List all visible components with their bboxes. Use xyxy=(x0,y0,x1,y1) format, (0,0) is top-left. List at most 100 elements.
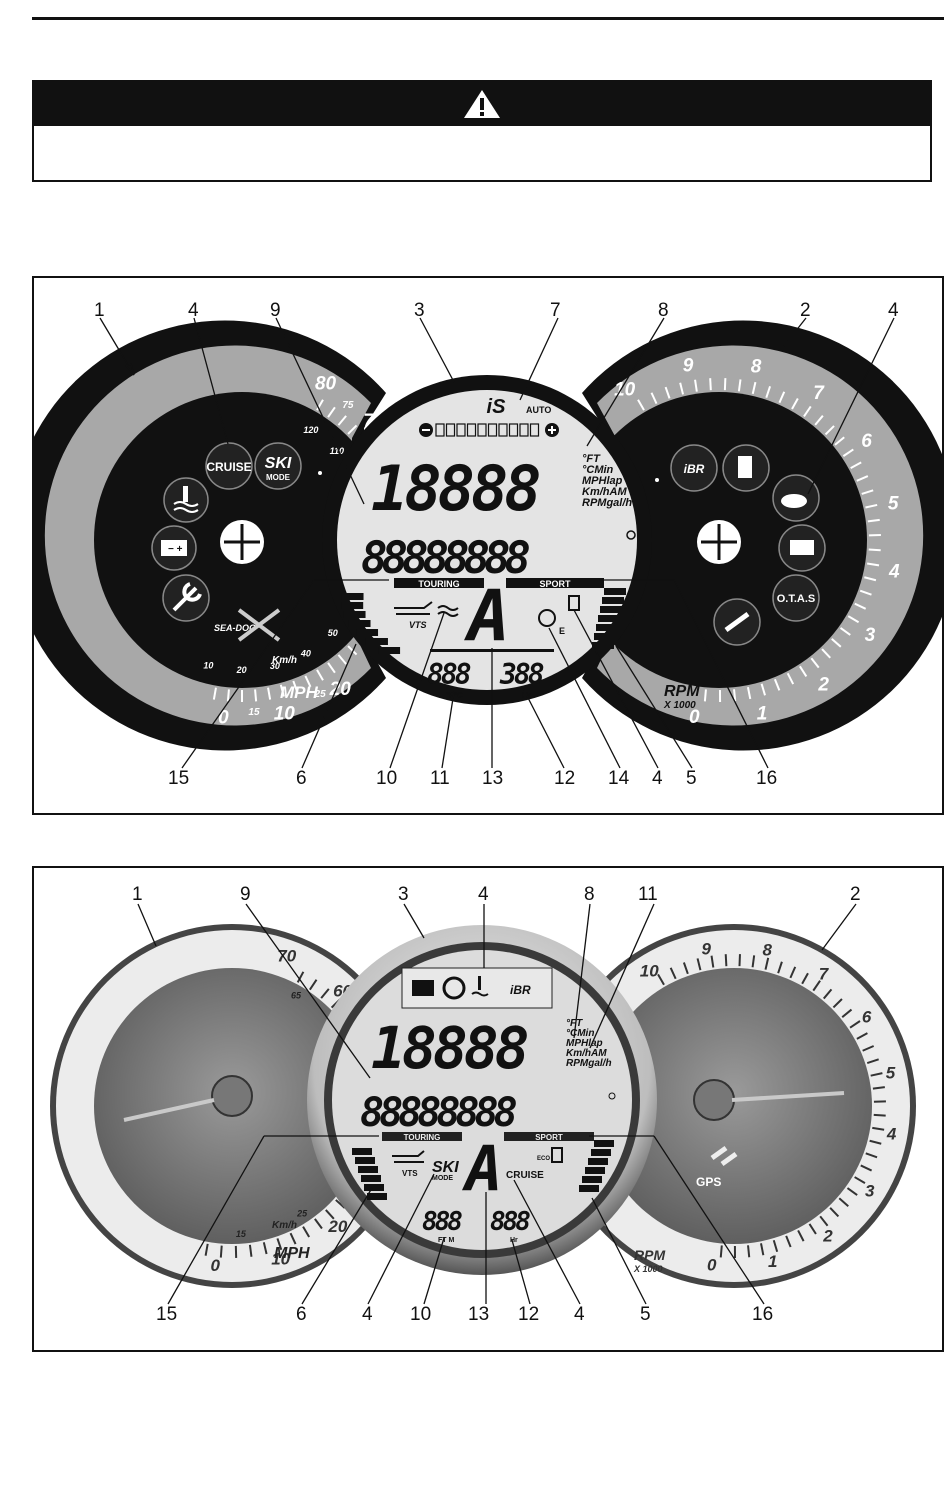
callout2-2: 2 xyxy=(850,884,861,905)
callout2-9: 9 xyxy=(240,884,251,905)
sport-label-photo: SPORT xyxy=(535,1133,563,1142)
callout2-11: 11 xyxy=(638,884,658,905)
check-engine-icon-photo xyxy=(412,980,434,996)
tacho2-tick-9 xyxy=(829,1207,840,1218)
callout-10: 10 xyxy=(376,768,397,789)
speedo-mph-label-0: 0 xyxy=(218,708,229,729)
center-lcd-display: iS AUTO 18888 °FT°CMinMPHlapKm/hAMRPMgal… xyxy=(322,375,652,705)
tacho-tick-28 xyxy=(803,405,812,417)
tacho-tick-30 xyxy=(778,391,786,404)
cruise-label-photo: CRUISE xyxy=(506,1170,544,1181)
auto-label: AUTO xyxy=(526,405,551,415)
ski-mode-icon xyxy=(254,442,302,490)
mode-label: MODE xyxy=(266,473,291,482)
callout-numbers-photo: 1 9 3 4 8 11 2 15 6 4 10 13 12 4 5 16 xyxy=(132,884,861,1325)
trim-segment-1 xyxy=(445,423,456,437)
speedo2-mph-label-1: 10 xyxy=(271,1249,290,1268)
speedo-tick-6 xyxy=(292,680,299,693)
speedo-mph-label-1: 10 xyxy=(274,704,296,725)
fuel-e-label: E xyxy=(559,626,565,636)
speedo2-mph-label-7: 70 xyxy=(277,947,296,966)
right-bar-6 xyxy=(592,642,614,649)
speedo2-mph-label-2: 20 xyxy=(327,1217,347,1236)
callout-2: 2 xyxy=(800,300,811,321)
callout2-5: 5 xyxy=(640,1304,651,1325)
tacho2-rpm-label-7: 7 xyxy=(819,964,830,983)
tacho2-rpm-label-2: 2 xyxy=(822,1226,833,1245)
tacho-tick-0 xyxy=(703,689,707,702)
svg-text:− +: − + xyxy=(168,544,183,555)
unit-label-1: °CMin xyxy=(582,464,614,476)
speedo2-mph-minor-0: 15 xyxy=(236,1229,247,1239)
tacho2-tick-40 xyxy=(657,973,665,986)
tacho2-rpm-label-3: 3 xyxy=(865,1182,875,1201)
right2-bar-1 xyxy=(591,1149,611,1156)
tacho-tick-8 xyxy=(810,657,820,669)
callout2-4b: 4 xyxy=(362,1304,373,1325)
mph-unit: MPH xyxy=(280,683,319,702)
rpm-unit-photo: RPM xyxy=(634,1247,665,1263)
callout-15: 15 xyxy=(168,768,189,789)
tacho2-tick-28 xyxy=(812,980,821,992)
speedo2-tick-0 xyxy=(204,1243,209,1256)
callout2-4c: 4 xyxy=(574,1304,585,1325)
left-bar-5 xyxy=(365,638,388,645)
watercraft-icon xyxy=(394,601,433,615)
speedo-tick-5 xyxy=(279,684,285,697)
callout-6: 6 xyxy=(296,768,307,789)
speedo2-tick-8 xyxy=(314,1218,323,1230)
tacho-rpm-label-10: 10 xyxy=(614,380,636,401)
tacho2-tick-38 xyxy=(682,962,689,975)
eco-label-photo: ECO xyxy=(537,1156,550,1162)
callout-13: 13 xyxy=(482,768,503,789)
tacho2-tick-24 xyxy=(849,1020,861,1029)
tacho2-rpm-label-6: 6 xyxy=(862,1007,872,1026)
tacho2-tick-36 xyxy=(710,955,715,968)
left2-bar-1 xyxy=(355,1157,375,1164)
tacho-tick-16 xyxy=(866,562,880,567)
speedo2-tick-6 xyxy=(289,1232,297,1245)
vts-label: VTS xyxy=(409,620,427,630)
temp-unit: °F°C xyxy=(446,691,463,700)
tacho2-tick-7 xyxy=(808,1223,817,1235)
cruise-label: CRUISE xyxy=(206,460,251,474)
tacho2-rpm-label-4: 4 xyxy=(886,1125,897,1144)
tacho2-tick-33 xyxy=(751,955,756,968)
left2-bar-4 xyxy=(364,1184,384,1191)
left-bar-1 xyxy=(341,602,364,609)
hour-digits: 388 xyxy=(499,658,544,691)
trim-segment-3 xyxy=(466,423,477,437)
figure2-svg: 010203040506070152535455565 Km/h MPH 012… xyxy=(50,884,916,1325)
figure-gauge-photo: 010203040506070152535455565 Km/h MPH 012… xyxy=(32,866,944,1352)
ibr-icon xyxy=(670,444,718,492)
tacho-tick-27 xyxy=(814,415,824,426)
tacho-tick-5 xyxy=(773,678,781,691)
speedo-tick-7 xyxy=(304,675,312,688)
tacho2-tick-39 xyxy=(669,967,677,980)
left-bar-2 xyxy=(343,611,366,618)
tacho2-tick-29 xyxy=(801,972,809,985)
main-digits: 18888 xyxy=(371,452,539,525)
trim-segment-5 xyxy=(487,423,498,437)
tacho2-tick-27 xyxy=(822,988,833,1000)
callout2-10: 10 xyxy=(410,1304,431,1325)
tacho2-tick-10 xyxy=(838,1197,849,1207)
tacho-tick-10 xyxy=(831,638,842,648)
unit2-label-0: °FT xyxy=(566,1018,583,1029)
brand-label: SEA-DOO xyxy=(214,623,256,633)
kmh-unit: Km/h xyxy=(272,655,297,666)
speedo2-tick-4 xyxy=(262,1242,268,1255)
speedo2-tick-26 xyxy=(320,988,330,999)
callout-9: 9 xyxy=(270,300,281,321)
callout-numbers: 1 4 9 3 7 8 2 4 15 6 10 11 13 12 14 4 5 … xyxy=(94,300,899,789)
callout-1: 1 xyxy=(94,300,105,321)
trim-segment-2 xyxy=(456,423,466,437)
speedo2-tick-28 xyxy=(296,971,305,983)
tacho2-rpm-label-5: 5 xyxy=(886,1064,896,1083)
maintenance-icon-photo xyxy=(442,976,466,1000)
speedo-kmh-label-11: 120 xyxy=(303,425,318,435)
tacho-tick-35 xyxy=(709,378,712,391)
speedo-tick-31 xyxy=(327,406,336,418)
